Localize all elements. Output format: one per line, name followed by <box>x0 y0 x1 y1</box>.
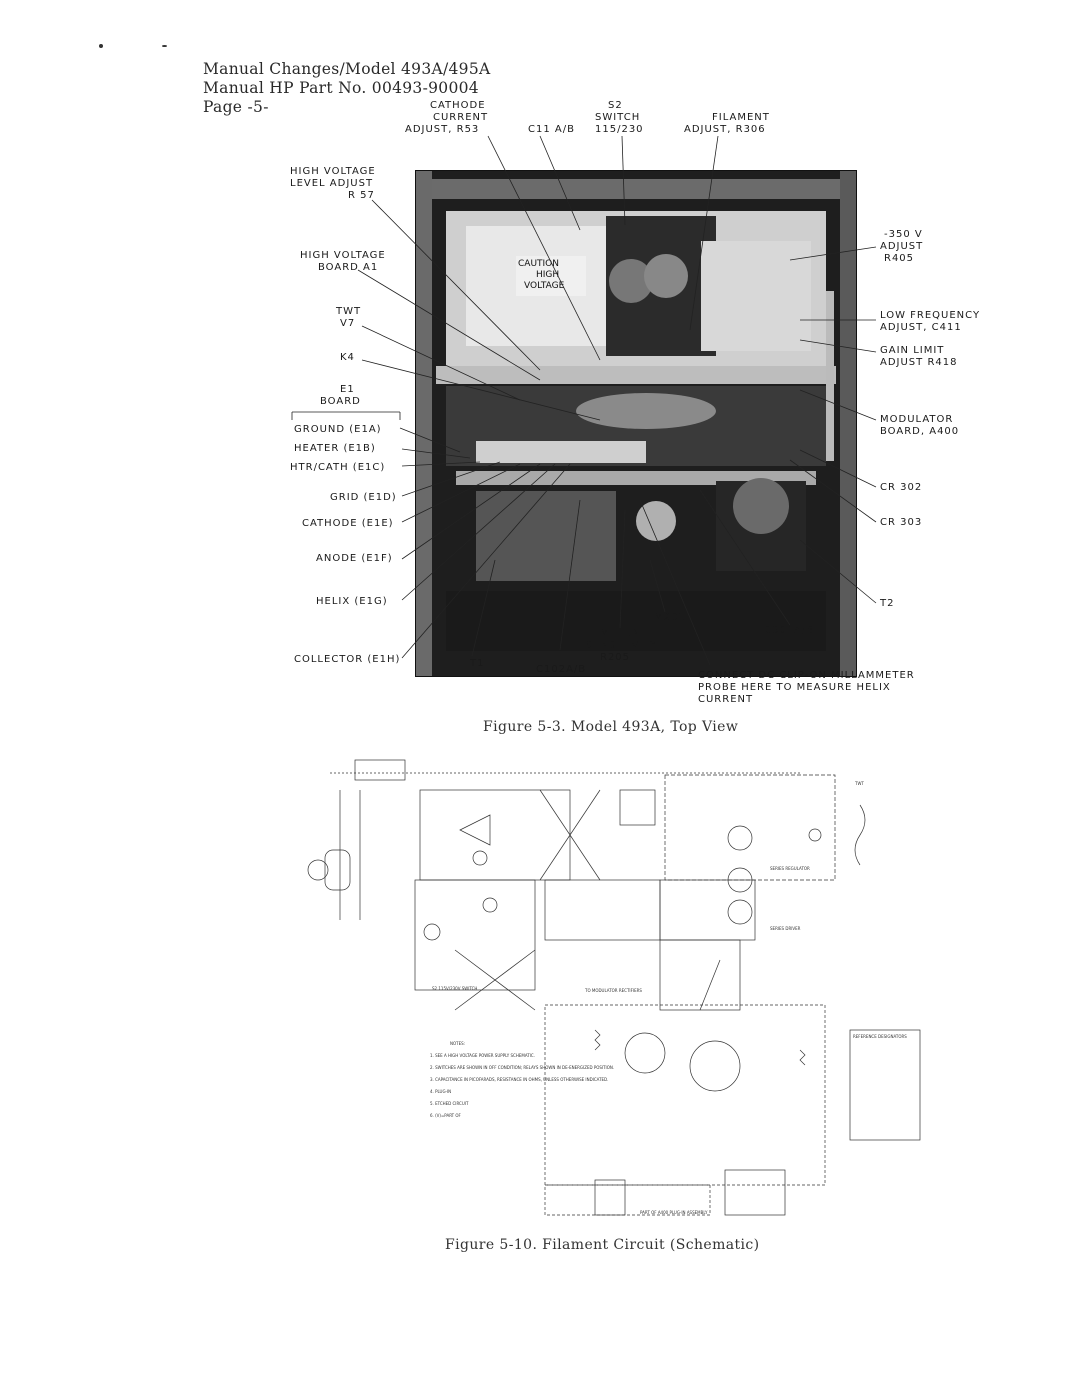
header-part-number: Manual HP Part No. 00493-90004 <box>203 79 479 97</box>
label-c102ab: C102A/B <box>536 664 587 675</box>
label-hv-level-1: HIGH VOLTAGE <box>290 166 376 177</box>
schem-series-regulator: SERIES REGULATOR <box>770 866 810 871</box>
label-k4: K4 <box>340 352 355 363</box>
label-meter: METER <box>600 628 640 639</box>
label-probe-1: CONNECT DC CLIP-ON MILLAMMETER <box>698 670 915 681</box>
label-t1: T1 <box>470 658 485 669</box>
label-twt: TWT <box>336 306 362 317</box>
figure-5-10-caption: Figure 5-10. Filament Circuit (Schematic… <box>445 1237 760 1253</box>
label-cathode-e1e: CATHODE (E1E) <box>302 518 394 529</box>
note-6: 6. (V)=PART OF <box>430 1113 462 1118</box>
figure-5-3-caption: Figure 5-3. Model 493A, Top View <box>483 719 739 735</box>
note-2: 2. SWITCHES ARE SHOWN IN OFF CONDITION; … <box>430 1065 614 1070</box>
label-adjust-r53: ADJUST, R53 <box>405 124 480 135</box>
label-helix: HELIX (E1G) <box>316 596 388 607</box>
label-cr303: CR 303 <box>880 517 923 528</box>
label-hv-level-3: R 57 <box>348 190 375 201</box>
note-5: 5. ETCHED CIRCUIT <box>430 1101 469 1106</box>
label-probe-2: PROBE HERE TO MEASURE HELIX <box>698 682 891 693</box>
label-cathode: CATHODE <box>430 100 486 111</box>
label-collector: COLLECTOR (E1H) <box>294 654 401 665</box>
label-115-230: 115/230 <box>595 124 644 135</box>
header-manual-changes: Manual Changes/Model 493A/495A <box>203 60 491 78</box>
label-ground: GROUND (E1A) <box>294 424 382 435</box>
chassis-photo-drawing: CAUTION HIGH VOLTAGE <box>416 171 856 676</box>
scan-speck <box>99 44 103 48</box>
high-text: HIGH <box>536 270 559 280</box>
label-cr302: CR 302 <box>880 482 923 493</box>
note-3: 3. CAPACITANCE IN PICOFARADS, RESISTANCE… <box>430 1077 608 1082</box>
label-r405: R405 <box>884 253 915 264</box>
label-hv-level-2: LEVEL ADJUST <box>290 178 374 189</box>
notes-title: NOTES: <box>450 1041 465 1046</box>
label-low-freq-2: ADJUST, C411 <box>880 322 962 333</box>
note-4: 4. PLUG-IN <box>430 1089 451 1094</box>
scan-speck <box>162 45 167 47</box>
caution-text: CAUTION <box>518 259 559 269</box>
label-adjust-350: ADJUST <box>880 241 924 252</box>
label-m201: M201 <box>654 612 686 623</box>
schem-to-modulator: TO MODULATOR RECTIFIERS <box>584 988 642 993</box>
label-v7: V7 <box>340 318 356 329</box>
schem-twt: TWT <box>854 781 864 786</box>
label-350v: -350 V <box>884 229 923 240</box>
schem-ref-designators: REFERENCE DESIGNATORS <box>853 1034 907 1039</box>
label-gain-2: ADJUST R418 <box>880 357 958 368</box>
label-c301ab: C301A/B <box>764 625 815 636</box>
label-mod-2: BOARD, A400 <box>880 426 960 437</box>
header-page-number: Page -5- <box>203 98 269 116</box>
label-e1: E1 <box>340 384 355 395</box>
label-sensitivity: SENSITIVITY <box>586 640 658 651</box>
label-hv-board-1: HIGH VOLTAGE <box>300 250 386 261</box>
label-grid: GRID (E1D) <box>330 492 397 503</box>
label-filament: FILAMENT <box>712 112 770 123</box>
label-htr-cath: HTR/CATH (E1C) <box>290 462 386 473</box>
page-header: Manual Changes/Model 493A/495A Manual HP… <box>203 60 491 117</box>
label-anode: ANODE (E1F) <box>316 553 393 564</box>
label-switch: SWITCH <box>595 112 641 123</box>
schem-part-of-a400: PART OF A400 PLUG-IN ASSEMBLY <box>640 1210 708 1215</box>
schem-s2-switch: S2 115V/230V SWITCH <box>432 986 477 991</box>
label-hv-board-2: BOARD A1 <box>318 262 379 273</box>
label-c11ab: C11 A/B <box>528 124 575 135</box>
label-board: BOARD <box>320 396 361 407</box>
label-adjust-r306: ADJUST, R306 <box>684 124 766 135</box>
label-low-freq-1: LOW FREQUENCY <box>880 310 981 321</box>
label-s2: S2 <box>608 100 623 111</box>
label-probe-3: CURRENT <box>698 694 754 705</box>
chassis-photo: CAUTION HIGH VOLTAGE <box>415 170 857 677</box>
label-gain-1: GAIN LIMIT <box>880 345 945 356</box>
label-mod-1: MODULATOR <box>880 414 954 425</box>
schem-series-driver: SERIES DRIVER <box>770 926 801 931</box>
voltage-text: VOLTAGE <box>524 281 565 291</box>
label-heater: HEATER (E1B) <box>294 443 376 454</box>
label-current: CURRENT <box>433 112 489 123</box>
label-r205: R205 <box>600 652 631 663</box>
label-t2: T2 <box>880 598 895 609</box>
note-1: 1. SEE A HIGH VOLTAGE POWER SUPPLY SCHEM… <box>430 1053 535 1058</box>
